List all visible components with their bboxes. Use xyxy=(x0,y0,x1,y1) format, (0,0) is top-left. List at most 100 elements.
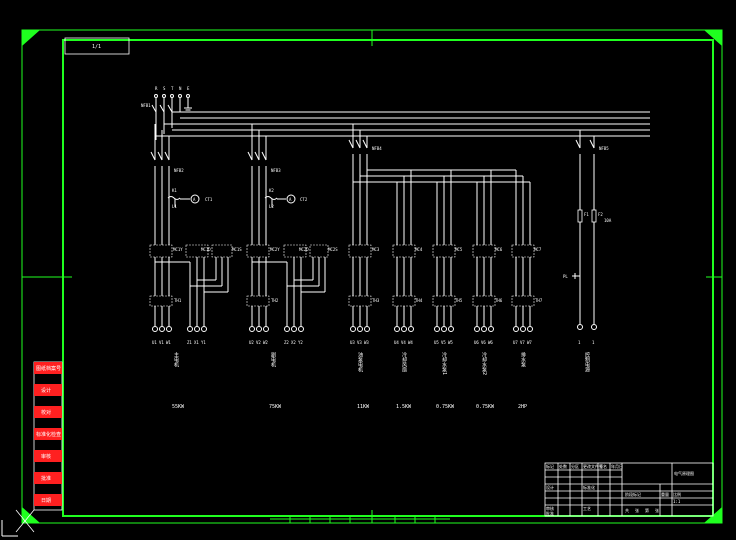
side-row-5: 批准 xyxy=(41,475,51,482)
c2-power: 75KW xyxy=(269,404,282,410)
aux-feeder: NFB4 xyxy=(348,124,530,245)
c3-term-1: V3 xyxy=(357,340,362,345)
c6-load: 冷却水泵2 xyxy=(481,351,487,375)
c3-load: 油泵电机 xyxy=(357,351,363,373)
c2-term-3: Z2 xyxy=(284,340,289,345)
c5-mc: MC5 xyxy=(455,247,463,252)
c5-term-0: U5 xyxy=(434,340,439,345)
c7-term-0: U7 xyxy=(513,340,518,345)
circuit-5[interactable]: MC5 TH5 U5 V5 W5 冷却水泵1 0.75KW xyxy=(432,170,463,410)
c7-power: 2HP xyxy=(518,404,527,410)
side-row-0: 图纸档案号 xyxy=(36,365,61,372)
c1-thermal: TH1 xyxy=(174,298,182,303)
c4-term-1: V4 xyxy=(401,340,406,345)
tb-header-2: 分区 xyxy=(571,463,579,469)
tb-header-5: 年月日 xyxy=(611,463,623,469)
c1-term-0: U1 xyxy=(152,340,157,345)
control-load: 控制电源 xyxy=(584,351,590,373)
tb-row-1: 标准化 xyxy=(583,484,595,490)
side-row-4: 审核 xyxy=(41,453,51,460)
circuit-4[interactable]: MC4 TH4 U4 V4 W4 冷却风扇 1.5KW xyxy=(392,170,423,410)
c4-term-2: W4 xyxy=(408,340,413,345)
c2-mc-d: MC2D xyxy=(299,247,309,252)
side-row-2: 校对 xyxy=(41,409,51,416)
c7-mc: MC7 xyxy=(534,247,542,252)
c2-ammeter-icon xyxy=(286,194,296,204)
c2-term-2: W2 xyxy=(263,340,268,345)
tb-row-4: 比例 xyxy=(673,491,681,497)
c5-thermal: TH5 xyxy=(455,298,463,303)
c1-ammeter-icon xyxy=(190,194,200,204)
drawing-frame: 1/1 xyxy=(21,29,723,524)
c2-breaker-label: NFB3 xyxy=(271,168,281,173)
c1-term-4: X1 xyxy=(194,340,199,345)
control-circuit[interactable]: NFB5 F1 F2 10A PL 1 1 控制电源 xyxy=(563,130,612,373)
c1-term-1: V1 xyxy=(159,340,164,345)
supply-terminal-e: E xyxy=(187,86,190,91)
c1-breaker-label: NFB2 xyxy=(174,168,184,173)
circuit-1[interactable]: NFB2 K1 L1 A CT1 MC1Y MC1D MC1S TH1 xyxy=(149,124,242,410)
c1-mc-d: MC1D xyxy=(201,247,211,252)
fuse-1-icon xyxy=(577,209,583,223)
fuse-1-label: F1 xyxy=(584,212,589,217)
fuse-2-label: F2 xyxy=(598,212,603,217)
power-supply: R S T N E NFB1 xyxy=(141,86,650,140)
c2-ct-k: K2 xyxy=(269,188,274,193)
c5-term-2: W5 xyxy=(448,340,453,345)
supply-terminal-t: T xyxy=(171,86,174,91)
supply-terminal-s: S xyxy=(163,86,166,91)
c1-ct-label: CT1 xyxy=(205,197,213,202)
c2-term-5: Y2 xyxy=(298,340,303,345)
tb-header-0: 标记 xyxy=(546,463,554,469)
circuit-6[interactable]: MC6 TH6 U6 V6 W6 冷却水泵2 0.75KW xyxy=(472,170,503,410)
pilot-lamp-label: PL xyxy=(563,274,568,279)
tb-header-4: 签名 xyxy=(599,463,607,469)
tb-bottom-0: 审核 xyxy=(546,505,554,511)
tb-bottom-3: 共 xyxy=(625,507,629,513)
c6-power: 0.75KW xyxy=(476,404,495,410)
c2-term-0: U2 xyxy=(249,340,254,345)
c1-mc-s: MC1S xyxy=(232,247,242,252)
c3-term-0: U3 xyxy=(350,340,355,345)
c5-term-1: V5 xyxy=(441,340,446,345)
c4-term-0: U4 xyxy=(394,340,399,345)
c1-load: 主电机 xyxy=(173,351,179,368)
tb-bottom-6: 张 xyxy=(655,507,659,513)
circuit-2[interactable]: NFB3 K2 L2 A CT2 MC2Y MC2D MC2S TH2 xyxy=(246,124,338,410)
control-term-1: 1 xyxy=(592,340,595,345)
circuit-3[interactable]: MC3 TH3 U3 V3 W3 油泵电机 11KW xyxy=(348,244,380,410)
tb-bottom-1: 工艺 xyxy=(583,506,591,511)
c4-load: 冷却风扇 xyxy=(401,351,407,373)
side-row-1: 设计 xyxy=(41,387,51,394)
corner-mark-tl xyxy=(22,30,40,46)
tag-box xyxy=(64,37,130,55)
c3-breaker-label: NFB4 xyxy=(372,146,382,151)
control-term-0: 1 xyxy=(578,340,581,345)
c6-term-0: U6 xyxy=(474,340,479,345)
side-row-6: 日期 xyxy=(41,498,51,504)
circuit-7[interactable]: MC7 TH7 U7 V7 W7 排水泵 2HP xyxy=(511,170,543,410)
tb-scale: 1:1 xyxy=(673,499,681,504)
c7-term-1: V7 xyxy=(520,340,525,345)
supply-terminal-r: R xyxy=(155,86,158,91)
side-row-3: 标准化检查 xyxy=(36,431,61,438)
supply-terminal-n: N xyxy=(179,86,182,91)
c1-term-3: Z1 xyxy=(187,340,192,345)
inner-border xyxy=(62,39,714,517)
control-breaker-label: NFB5 xyxy=(599,146,609,151)
outer-border xyxy=(21,29,723,524)
c1-term-2: W1 xyxy=(166,340,171,345)
tb-bottom-4: 张 xyxy=(635,507,639,513)
c2-mc-s: MC2S xyxy=(328,247,338,252)
c6-thermal: TH6 xyxy=(495,298,503,303)
tb-row-0: 设计 xyxy=(546,484,554,490)
c2-term-4: X2 xyxy=(291,340,296,345)
c3-thermal: TH3 xyxy=(372,298,380,303)
c7-term-2: W7 xyxy=(527,340,532,345)
c2-load: 副电机 xyxy=(270,351,276,368)
svg-text:A: A xyxy=(193,197,196,202)
c1-mc-y: MC1Y xyxy=(173,247,183,252)
fuse-2-icon xyxy=(591,209,597,223)
c3-term-2: W3 xyxy=(364,340,369,345)
